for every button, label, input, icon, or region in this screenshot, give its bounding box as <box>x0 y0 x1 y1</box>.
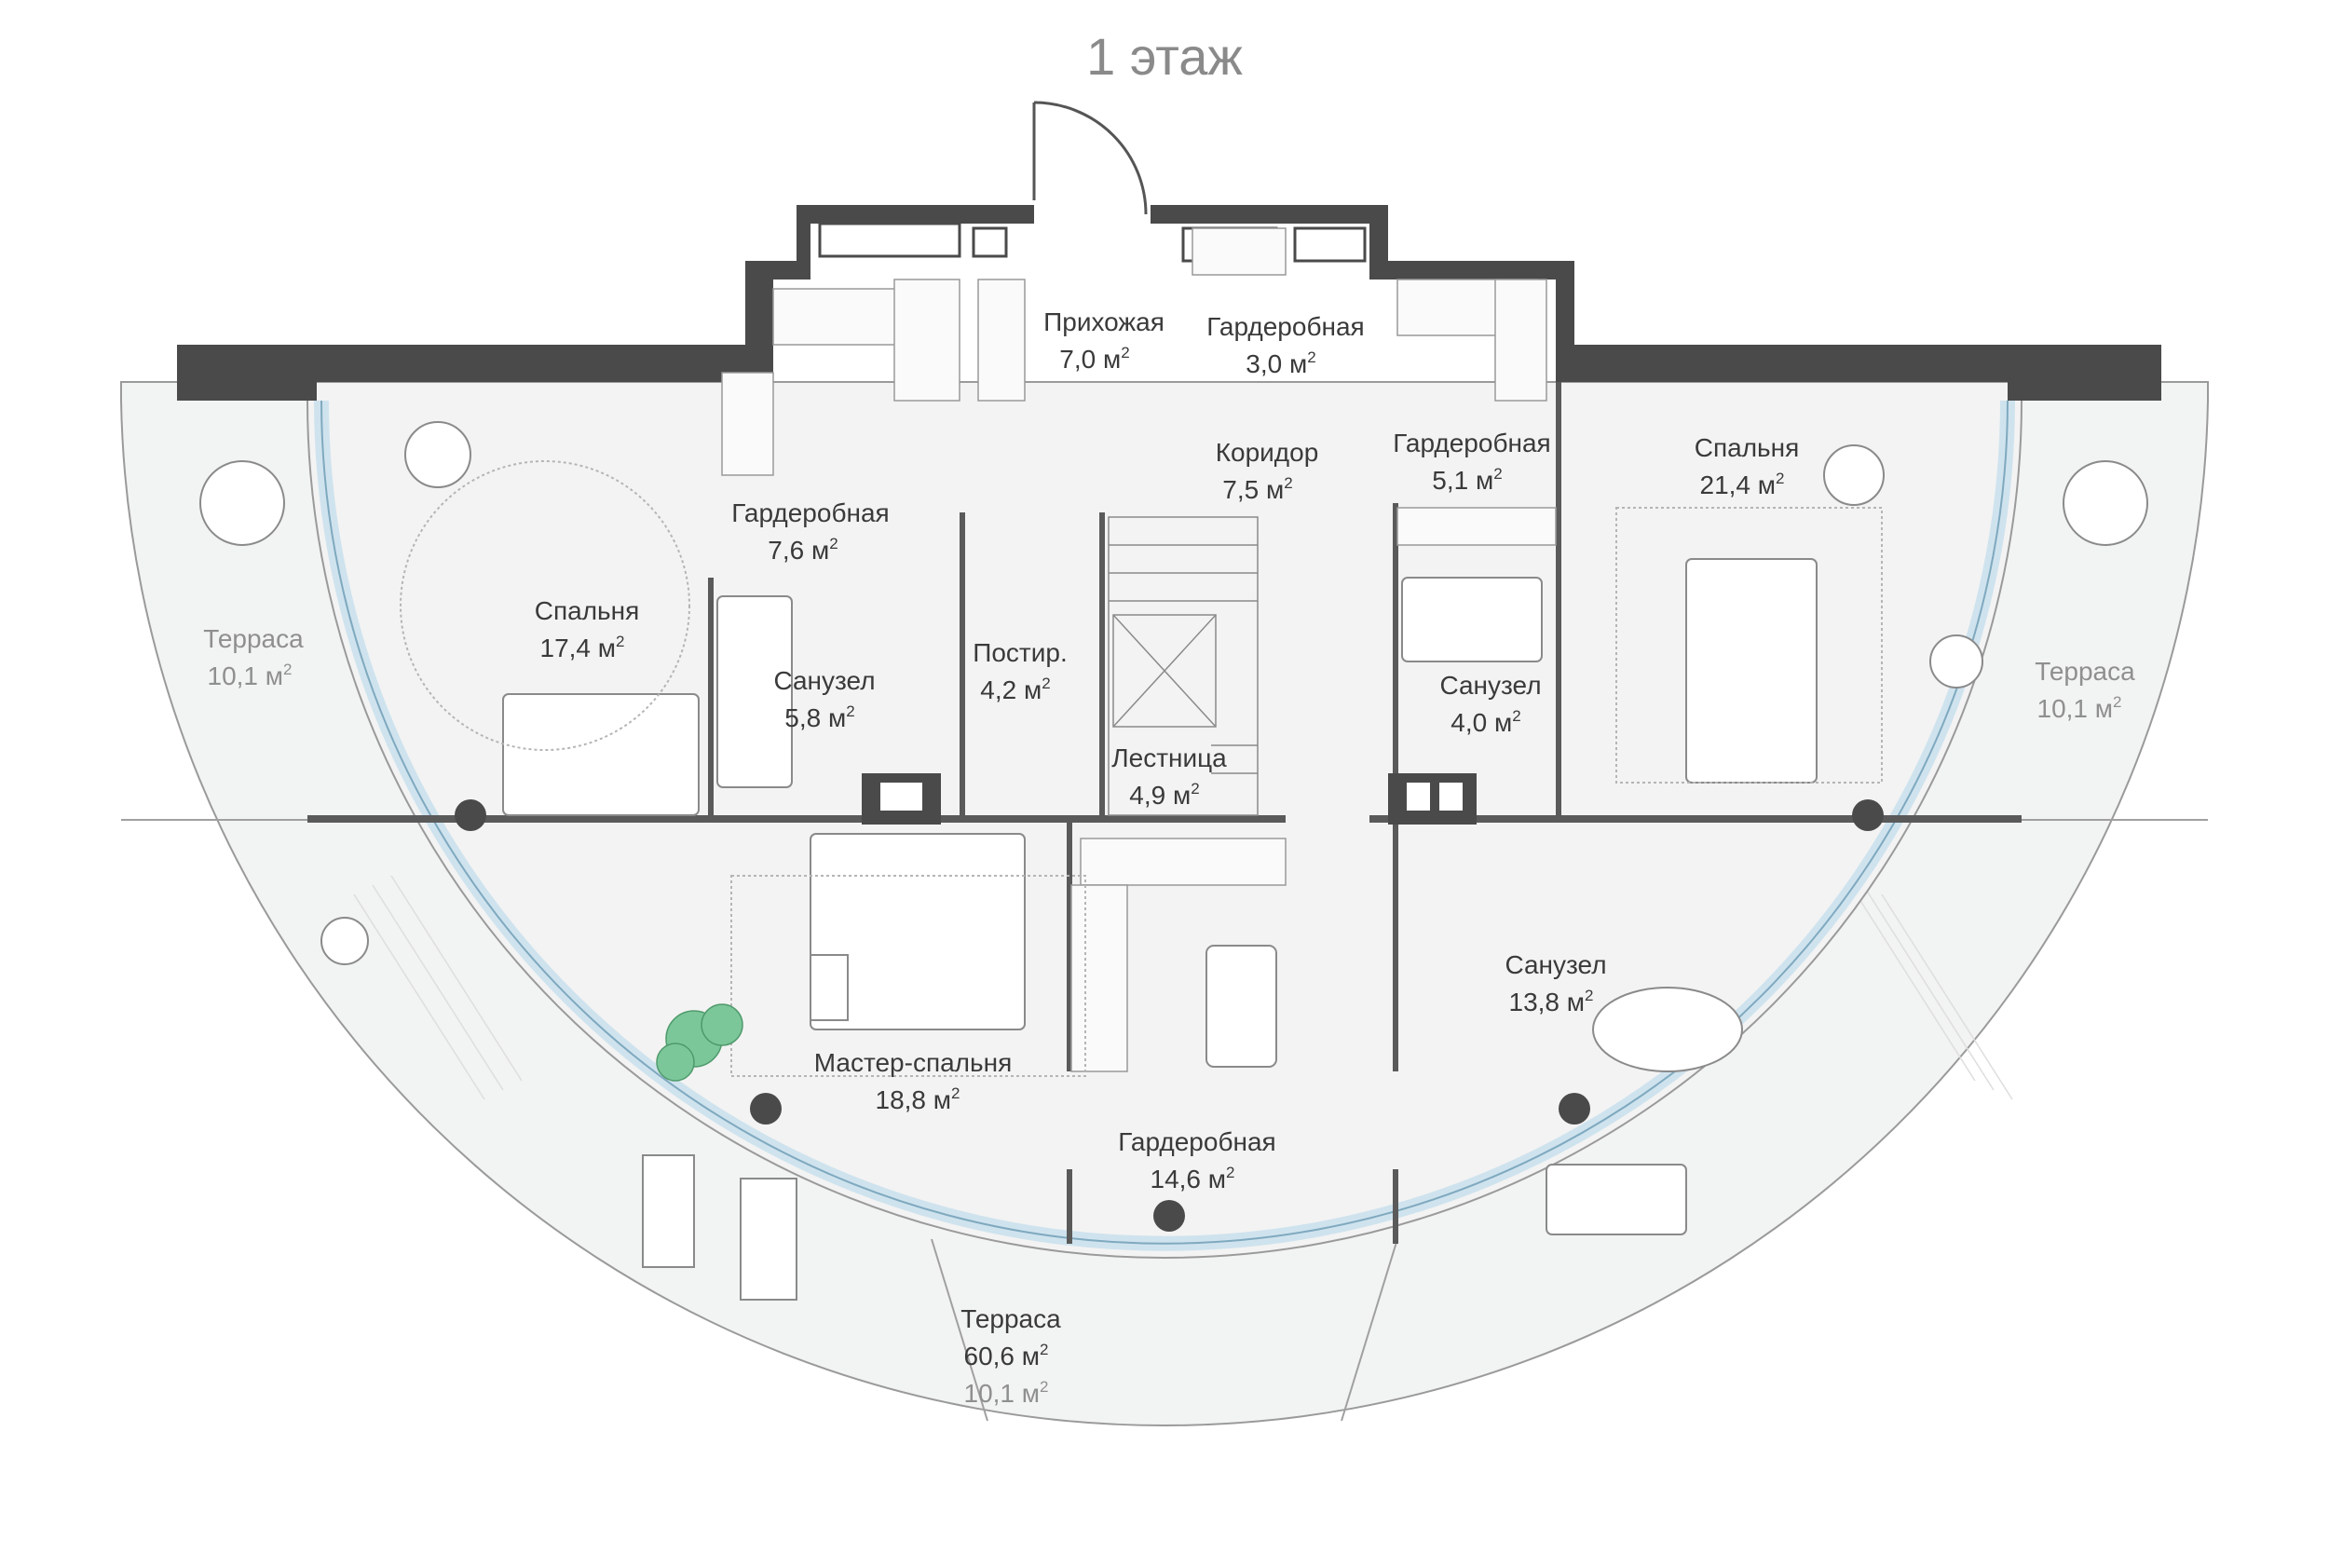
label-entry-area: 7,0 м2 <box>1059 344 1129 374</box>
label-wardrobe-7-area: 7,6 м2 <box>768 535 838 565</box>
interior-walls <box>307 382 2022 1244</box>
label-stairs-name: Лестница <box>1111 743 1227 772</box>
label-bedroom-17-area: 17,4 м2 <box>540 633 625 662</box>
label-terrace-right-area: 10,1 м2 <box>2037 693 2122 723</box>
floor-title: 1 этаж <box>1086 27 1243 86</box>
label-stairs-area: 4,9 м2 <box>1129 780 1199 810</box>
label-entry-name: Прихожая <box>1043 307 1164 336</box>
label-wardrobe-5-name: Гардеробная <box>1393 429 1550 457</box>
terrace-hatch <box>353 875 2013 1100</box>
label-corridor-name: Коридор <box>1216 438 1319 467</box>
label-bath-5-area: 5,8 м2 <box>784 702 854 732</box>
beds <box>502 558 1818 1030</box>
rugs <box>400 460 1883 1077</box>
label-bedroom-21-name: Спальня <box>1695 433 1800 462</box>
label-corridor-area: 7,5 м2 <box>1222 474 1292 504</box>
label-terrace-left-area: 10,1 м2 <box>208 661 293 690</box>
label-terrace-right-name: Терраса <box>2035 657 2135 686</box>
bathtubs <box>716 577 1743 1072</box>
label-bath-13-name: Санузел <box>1505 950 1606 979</box>
label-laundry-area: 4,2 м2 <box>980 675 1050 704</box>
wardrobe-hatches <box>721 227 1557 1072</box>
label-wardrobe-7-name: Гардеробная <box>731 498 889 527</box>
label-bedroom-17-name: Спальня <box>535 596 640 625</box>
label-wardrobe-5-area: 5,1 м2 <box>1432 465 1502 495</box>
label-wardrobe-3-name: Гардеробная <box>1206 312 1364 341</box>
staircase <box>1108 516 1259 816</box>
entrance-door <box>1032 101 1148 215</box>
label-bath-5-name: Санузел <box>773 666 875 695</box>
round-columns <box>455 799 1884 1232</box>
label-wardrobe-14-area: 14,6 м2 <box>1151 1164 1235 1193</box>
label-master-area: 18,8 м2 <box>876 1084 960 1114</box>
label-master-name: Мастер-спальня <box>814 1048 1012 1077</box>
label-terrace-main-name: Терраса <box>960 1304 1061 1333</box>
label-wardrobe-3-area: 3,0 м2 <box>1246 348 1315 378</box>
label-bedroom-21-area: 21,4 м2 <box>1700 470 1785 499</box>
label-bath-4-area: 4,0 м2 <box>1451 707 1520 737</box>
furniture <box>199 421 2148 1301</box>
label-bath-13-area: 13,8 м2 <box>1509 987 1594 1016</box>
label-wardrobe-14-name: Гардеробная <box>1118 1127 1275 1156</box>
label-laundry-name: Постир. <box>973 638 1068 667</box>
exterior-walls <box>177 205 2161 401</box>
label-terrace-main-area: 60,6 м2 <box>964 1341 1049 1370</box>
label-terrace-left-name: Терраса <box>203 624 304 653</box>
label-bath-4-name: Санузел <box>1439 671 1541 700</box>
label-terrace-main-extra-area: 10,1 м2 <box>964 1378 1049 1408</box>
plant-icon <box>656 1003 743 1082</box>
